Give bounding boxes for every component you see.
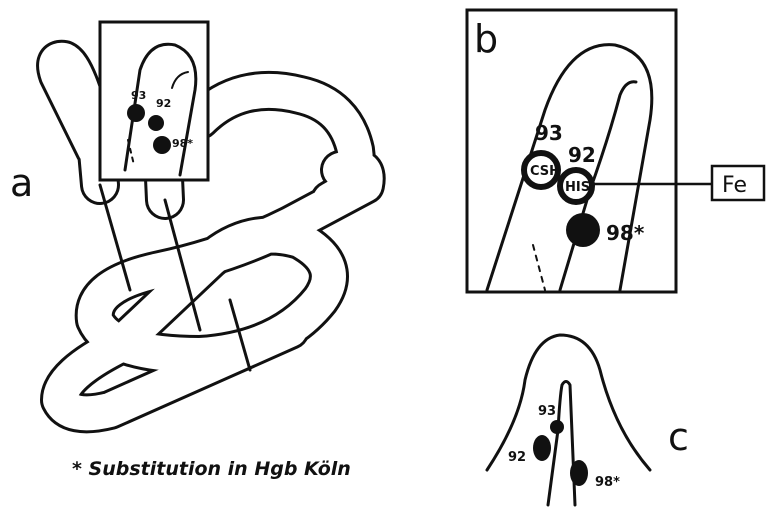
panel-c-letter: c (668, 415, 689, 459)
panel-a-residue-92-dot (148, 115, 164, 131)
panel-b-label-98: 98* (606, 221, 645, 245)
panel-c-helix-inner (548, 382, 575, 506)
panel-b-cys-label: CSH (530, 164, 560, 179)
panel-b-label-93: 93 (535, 121, 563, 145)
panel-a-letter: a (10, 161, 33, 205)
panel-b-fe-label: Fe (722, 173, 747, 198)
panel-a-label-98: 98* (172, 137, 193, 150)
panel-b-residue-98-dot (566, 213, 600, 247)
panel-b-letter: b (474, 17, 498, 61)
figure-caption: * Substitution in Hgb Köln (72, 458, 351, 480)
panel-c-helix (487, 335, 650, 505)
panel-c-residue-93-dot (550, 420, 564, 434)
panel-a-label-92: 92 (156, 97, 171, 110)
panel-c-label-93: 93 (538, 404, 556, 419)
panel-a-residue-93-dot (127, 104, 145, 122)
panel-a-label-93: 93 (131, 89, 146, 102)
panel-b-label-92: 92 (568, 143, 596, 167)
panel-b-his-label: HIS (565, 180, 590, 195)
panel-c-residue-98-dot (570, 460, 588, 486)
panel-c-label-92: 92 (508, 450, 526, 465)
panel-a-residue-98-dot (153, 136, 171, 154)
panel-c-residue-92-dot (533, 435, 551, 461)
panel-c-label-98: 98* (595, 475, 620, 490)
